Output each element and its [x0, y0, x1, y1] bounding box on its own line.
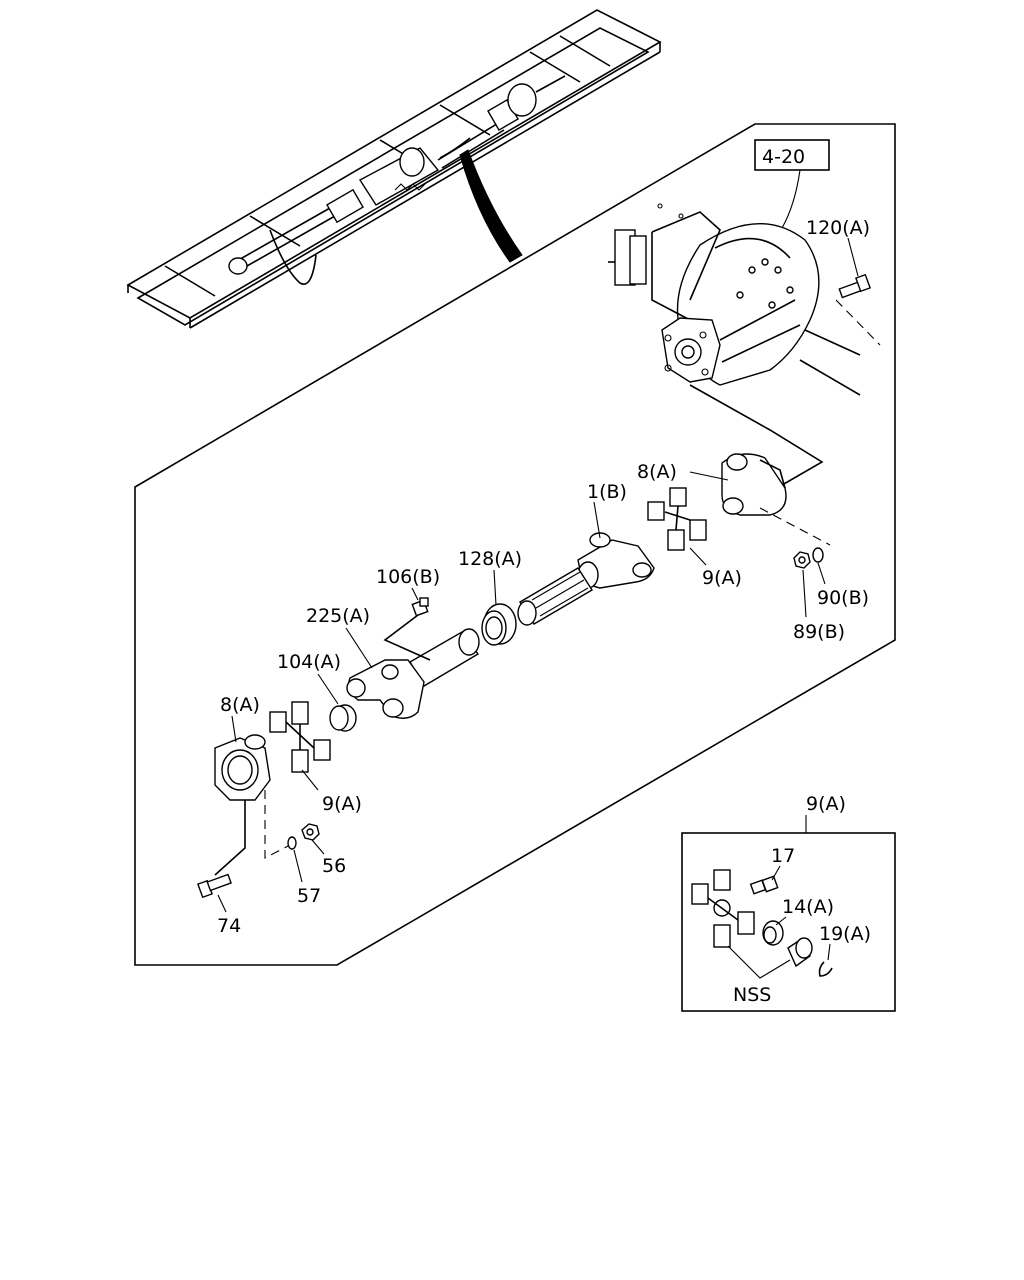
label-56: 56	[322, 855, 346, 877]
cross-joint-kit	[691, 869, 755, 948]
plug-104a	[329, 704, 357, 732]
differential-housing	[608, 203, 861, 396]
label-nss: NSS	[733, 984, 771, 1006]
label-9a-left: 9(A)	[322, 793, 362, 815]
label-89b: 89(B)	[793, 621, 845, 643]
dust-seal-128a	[481, 603, 517, 646]
washer-57	[287, 836, 297, 850]
label-90b: 90(B)	[817, 587, 869, 609]
label-14a: 14(A)	[782, 896, 834, 918]
bolt-120a	[838, 273, 871, 299]
nut-56	[301, 823, 320, 841]
label-1b: 1(B)	[587, 481, 627, 503]
reference-box	[754, 139, 830, 171]
cross-joint-9a-right	[647, 487, 707, 551]
inset-title: 9(A)	[806, 793, 846, 815]
grease-fitting-17	[749, 875, 779, 895]
sleeve-yoke-225a	[346, 628, 480, 719]
label-9a-right: 9(A)	[702, 567, 742, 589]
inset-labels: 17 14(A) 19(A) NSS	[727, 845, 871, 1006]
part-labels: 120(A) 8(A) 1(B) 9(A) 90(B) 89(B) 106(B)…	[217, 217, 870, 937]
snap-ring-19a	[818, 961, 833, 977]
chassis-frame-overview	[126, 9, 662, 329]
flange-yoke-8a-upper	[721, 453, 787, 516]
label-57: 57	[297, 885, 321, 907]
zoom-arrow	[459, 149, 523, 263]
label-74: 74	[217, 915, 241, 937]
label-128a: 128(A)	[458, 548, 522, 570]
bearing-cup	[787, 937, 813, 968]
flange-yoke-8a-lower	[214, 734, 271, 801]
seal-14a	[762, 920, 784, 946]
label-8a-upper: 8(A)	[637, 461, 677, 483]
bolt-74	[197, 873, 232, 899]
label-19a: 19(A)	[819, 923, 871, 945]
label-104a: 104(A)	[277, 651, 341, 673]
detail-frame	[134, 123, 896, 966]
label-8a-lower: 8(A)	[220, 694, 260, 716]
slip-yoke-1b	[517, 532, 655, 626]
cross-joint-9a-left	[269, 701, 331, 773]
nut-washer-89b-90b	[793, 547, 824, 569]
inset-frame	[681, 832, 896, 1012]
label-225a: 225(A)	[306, 605, 370, 627]
label-17: 17	[771, 845, 795, 867]
label-120a: 120(A)	[806, 217, 870, 239]
label-106b: 106(B)	[376, 566, 440, 588]
reference-box-text: 4-20	[762, 146, 805, 168]
grease-fitting-106b	[411, 597, 429, 617]
